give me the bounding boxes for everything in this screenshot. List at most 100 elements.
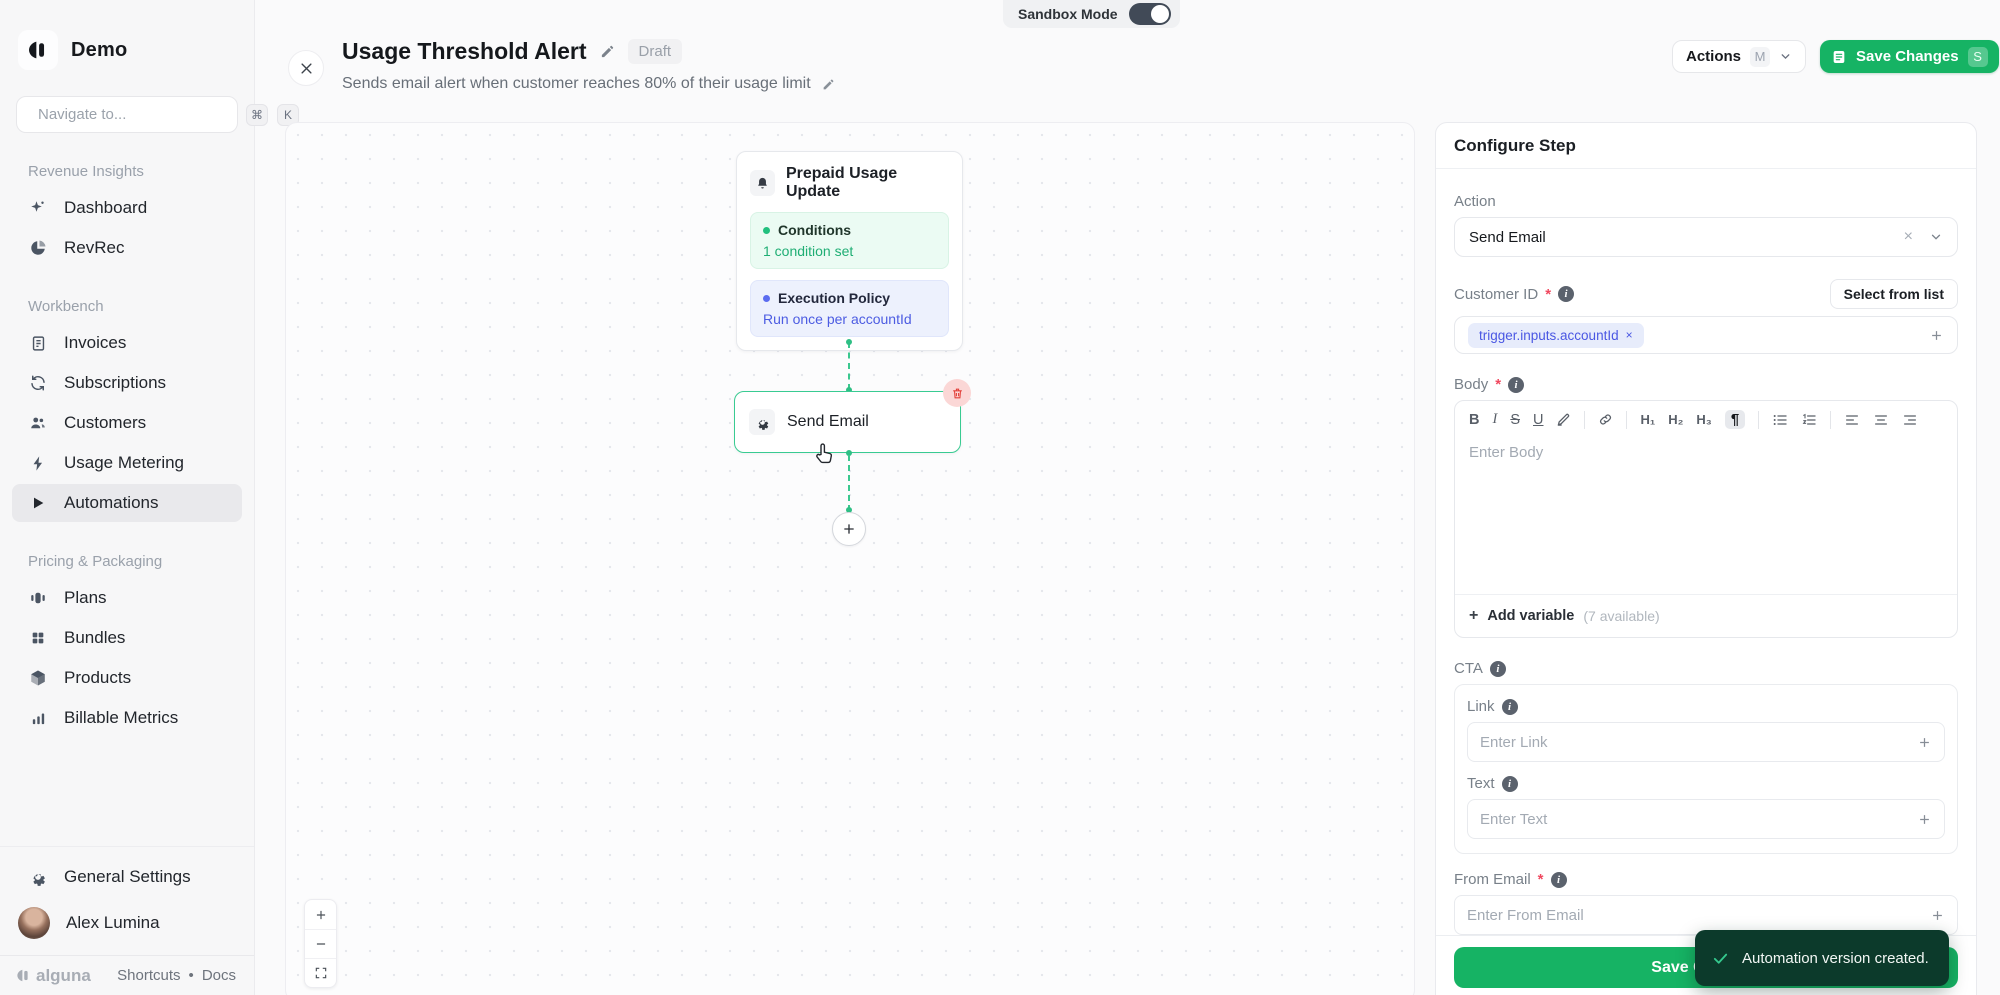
toolbar-separator <box>1758 410 1760 429</box>
heading2-button[interactable]: H₂ <box>1668 412 1684 427</box>
add-value-button[interactable] <box>1929 328 1944 343</box>
rich-text-toolbar: B I S U H₁ H₂ H₃ ¶ <box>1455 401 1957 436</box>
heading1-button[interactable]: H₁ <box>1640 412 1656 427</box>
clear-action-icon[interactable]: × <box>1903 228 1913 245</box>
sandbox-toggle[interactable] <box>1128 3 1171 25</box>
alguna-mark-icon <box>17 969 28 982</box>
edit-title-icon[interactable] <box>600 44 615 59</box>
add-text-variable-button[interactable] <box>1917 812 1932 827</box>
conditions-box[interactable]: Conditions 1 condition set <box>750 212 949 269</box>
sidebar-item-label: Bundles <box>64 628 126 647</box>
workflow-canvas[interactable]: Prepaid Usage Update Conditions 1 condit… <box>285 122 1415 995</box>
strikethrough-button[interactable]: S <box>1510 411 1520 428</box>
sidebar-item-label: Billable Metrics <box>64 708 179 727</box>
save-kbd: S <box>1967 46 1988 67</box>
text-field[interactable] <box>1467 799 1945 839</box>
execution-policy-box[interactable]: Execution Policy Run once per accountId <box>750 280 949 337</box>
zoom-in-button[interactable] <box>305 900 336 929</box>
add-link-variable-button[interactable] <box>1917 735 1932 750</box>
user-menu[interactable]: Alex Lumina <box>0 897 254 955</box>
edit-subtitle-icon[interactable] <box>822 78 835 91</box>
body-label: Body <box>1454 376 1489 393</box>
sidebar-item-label: Customers <box>64 413 147 432</box>
pie-chart-icon <box>28 238 48 258</box>
text-label: Text <box>1467 775 1495 792</box>
section-pricing-packaging: Pricing & Packaging <box>28 553 163 570</box>
add-variable-button[interactable]: + Add variable (7 available) <box>1455 594 1957 637</box>
italic-button[interactable]: I <box>1492 411 1498 427</box>
sidebar-item-subscriptions[interactable]: Subscriptions <box>12 364 242 402</box>
trigger-node[interactable]: Prepaid Usage Update Conditions 1 condit… <box>736 151 963 351</box>
plus-icon <box>1920 737 1929 747</box>
brand-name: alguna <box>36 965 91 985</box>
zoom-out-button[interactable] <box>305 929 336 958</box>
toolbar-separator <box>1626 410 1628 429</box>
sidebar-item-revrec[interactable]: RevRec <box>12 229 242 267</box>
link-input[interactable] <box>1480 733 1917 751</box>
configure-step-panel: Configure Step Action Send Email × Custo… <box>1435 122 1977 995</box>
heading3-button[interactable]: H₃ <box>1696 412 1712 427</box>
sidebar-item-customers[interactable]: Customers <box>12 404 242 442</box>
link-field[interactable] <box>1467 722 1945 762</box>
from-email-input[interactable] <box>1467 906 1930 924</box>
customer-id-label: Customer ID <box>1454 285 1539 303</box>
paragraph-button[interactable]: ¶ <box>1724 410 1746 429</box>
actions-label: Actions <box>1686 48 1742 65</box>
delete-step-button[interactable] <box>943 379 971 407</box>
chip-remove-icon[interactable]: × <box>1625 328 1633 342</box>
search-input[interactable] <box>38 106 237 123</box>
info-icon: i <box>1501 775 1518 792</box>
brand-logo: alguna <box>16 966 91 986</box>
cube-icon <box>28 668 48 688</box>
sidebar-item-usage-metering[interactable]: Usage Metering <box>12 444 242 482</box>
sidebar-item-billable-metrics[interactable]: Billable Metrics <box>12 699 242 737</box>
fit-view-button[interactable] <box>305 958 336 987</box>
info-icon: i <box>1508 376 1525 393</box>
expand-icon <box>315 967 326 979</box>
highlight-pen-button[interactable] <box>1556 412 1571 427</box>
add-from-email-variable-button[interactable] <box>1930 908 1945 923</box>
users-icon <box>28 413 48 433</box>
align-right-button[interactable] <box>1902 412 1918 428</box>
sidebar-item-bundles[interactable]: Bundles <box>12 619 242 657</box>
from-email-field[interactable] <box>1454 895 1958 935</box>
sidebar-item-dashboard[interactable]: Dashboard <box>12 189 242 227</box>
workspace-switcher[interactable]: Demo <box>0 0 254 96</box>
action-select[interactable]: Send Email × <box>1454 217 1958 257</box>
text-input[interactable] <box>1480 810 1917 828</box>
close-button[interactable] <box>288 50 324 86</box>
sidebar-item-general-settings[interactable]: General Settings <box>12 858 242 896</box>
port <box>846 339 852 345</box>
lightning-icon <box>28 453 48 473</box>
ordered-list-button[interactable] <box>1801 412 1817 428</box>
sidebar-item-plans[interactable]: Plans <box>12 579 242 617</box>
info-icon: i <box>1501 698 1518 715</box>
align-left-button[interactable] <box>1844 412 1860 428</box>
play-icon <box>28 493 48 513</box>
action-label: Action <box>1454 193 1496 210</box>
docs-link[interactable]: Docs <box>201 967 236 984</box>
sidebar-item-invoices[interactable]: Invoices <box>12 324 242 362</box>
bullet-list-button[interactable] <box>1772 412 1788 428</box>
shortcuts-link[interactable]: Shortcuts <box>117 967 181 984</box>
link-button[interactable] <box>1598 412 1613 427</box>
variable-chip[interactable]: trigger.inputs.accountId × <box>1468 322 1644 348</box>
avatar <box>18 907 50 939</box>
sidebar-item-label: Products <box>64 668 132 687</box>
save-changes-button[interactable]: Save Changes S <box>1820 40 1999 73</box>
sandbox-mode-label: Sandbox Mode <box>1018 6 1118 22</box>
customer-id-field[interactable]: trigger.inputs.accountId × <box>1454 316 1958 354</box>
sidebar-item-products[interactable]: Products <box>12 659 242 697</box>
global-search[interactable]: ⌘ K <box>16 96 299 133</box>
underline-button[interactable]: U <box>1533 411 1544 428</box>
body-input[interactable]: Enter Body <box>1469 444 1544 461</box>
align-center-button[interactable] <box>1873 412 1889 428</box>
send-email-node[interactable]: Send Email <box>734 379 971 453</box>
select-from-list-button[interactable]: Select from list <box>1829 279 1958 309</box>
sidebar-item-automations[interactable]: Automations <box>12 484 242 522</box>
actions-button[interactable]: Actions M <box>1672 40 1807 73</box>
add-step-button[interactable] <box>832 512 866 546</box>
plus-icon <box>316 910 325 919</box>
check-icon <box>1713 953 1728 964</box>
bold-button[interactable]: B <box>1469 411 1480 428</box>
